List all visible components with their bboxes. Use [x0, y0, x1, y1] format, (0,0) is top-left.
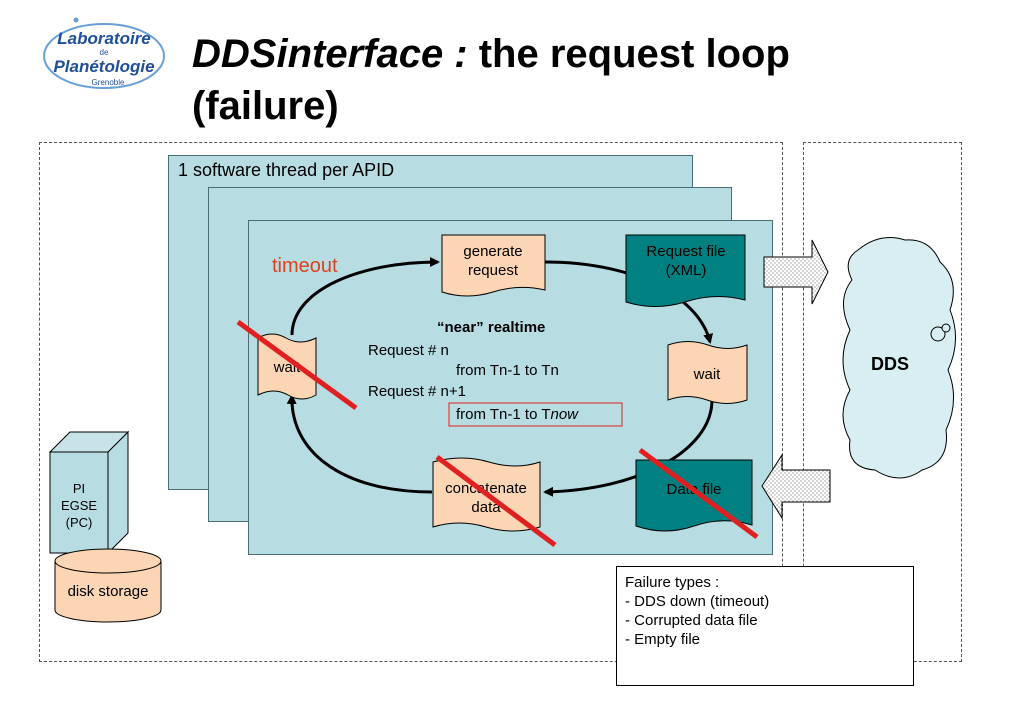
failure-type-item: - Empty file [625, 631, 701, 648]
disk-storage-top [54, 548, 162, 574]
wait-right-label: wait [693, 366, 722, 383]
arrow-wait-to-generate [290, 257, 440, 336]
svg-text:Grenoble: Grenoble [92, 78, 125, 87]
title-rest: the request loop [467, 32, 790, 76]
cloud-bubble-1 [930, 326, 946, 342]
realtime-line4: from Tn-1 to Tnow [456, 406, 579, 423]
wait-left-node [257, 333, 317, 400]
system-region [39, 142, 783, 662]
realtime-line4-italic: now [550, 406, 579, 423]
failure-cross-data-file [638, 447, 759, 540]
pi-egse-front [49, 451, 109, 554]
disk-storage-label: disk storage [68, 583, 149, 600]
cloud-bubble-2 [941, 323, 951, 333]
pi-egse-label-2: EGSE [61, 498, 97, 513]
generate-request-node [441, 234, 546, 297]
lab-logo: Laboratoire de Planétologie Grenoble [40, 16, 168, 100]
failure-type-item: - Corrupted data file [625, 612, 758, 629]
pi-egse-label-3: (PC) [66, 515, 93, 530]
concatenate-data-label-2: data [471, 499, 501, 516]
request-file-node [625, 234, 746, 307]
title-line2: (failure) [192, 84, 339, 128]
panel-label: 1 software thread per APID [178, 160, 395, 180]
pi-egse-side [107, 430, 129, 555]
failure-cross-concatenate [435, 454, 557, 548]
timeout-label: timeout [272, 255, 338, 277]
concatenate-data-label-1: concatenate [445, 480, 527, 497]
svg-text:de: de [100, 48, 109, 57]
realtime-heading: “near” realtime [437, 319, 545, 336]
generate-request-label-1: generate [463, 243, 522, 260]
failure-type-item: - DDS down (timeout) [625, 593, 770, 610]
dds-label: DDS [871, 354, 909, 374]
failure-types-box: Failure types : - DDS down (timeout) - C… [616, 566, 914, 686]
dds-cloud [842, 237, 956, 479]
realtime-line2: from Tn-1 to Tn [456, 362, 559, 379]
svg-text:Planétologie: Planétologie [53, 57, 154, 76]
request-file-label-1: Request file [646, 243, 725, 260]
arrow-concatenate-to-wait [286, 394, 433, 494]
failure-types-heading: Failure types : [625, 574, 720, 591]
svg-text:Laboratoire: Laboratoire [57, 29, 151, 48]
block-arrow-to-dds [763, 239, 829, 305]
wait-right-node [667, 341, 748, 404]
now-highlight-box [448, 402, 623, 427]
title-italic: DDSinterface : [192, 32, 468, 76]
slide-title: DDSinterface : the request loop (failure… [192, 28, 790, 132]
realtime-line3: Request # n+1 [368, 383, 466, 400]
pi-egse-label-1: PI [73, 481, 85, 496]
generate-request-label-2: request [468, 262, 519, 279]
realtime-line4-prefix: from Tn-1 to T [456, 406, 550, 423]
disk-storage-node [54, 561, 162, 623]
request-file-label-2: (XML) [666, 262, 707, 279]
realtime-line1: Request # n [368, 342, 449, 359]
block-arrow-from-dds [761, 453, 831, 520]
failure-cross-wait [236, 319, 358, 411]
